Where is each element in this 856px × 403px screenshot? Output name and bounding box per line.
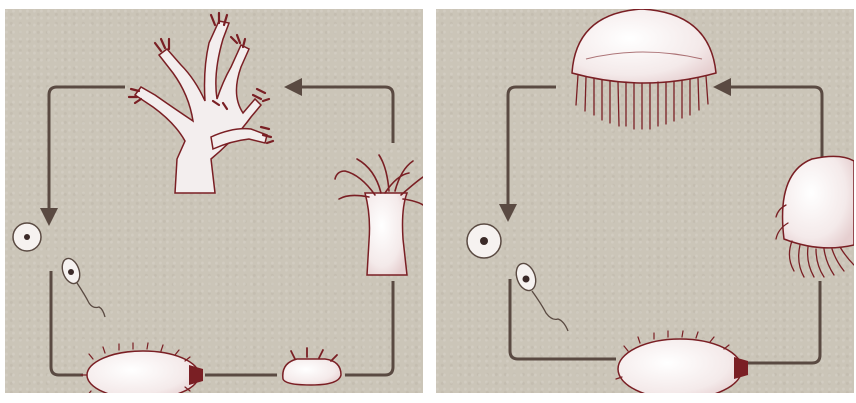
cycle-diagram-right [436, 9, 854, 393]
sperm [513, 261, 568, 331]
line-right-lower [345, 281, 393, 375]
line-left-lower [51, 271, 83, 375]
cycle-arrows [508, 87, 822, 363]
planula-larva [616, 331, 748, 393]
arrow-top-right [293, 87, 393, 143]
egg [13, 223, 41, 251]
young-polyp [283, 348, 341, 385]
young-medusa [776, 156, 854, 277]
adult-jellyfish [572, 9, 716, 129]
arrow-top-left [49, 87, 125, 217]
sea-anemone-polyp [335, 155, 423, 275]
egg [467, 224, 501, 258]
arrow-top-left [508, 87, 556, 213]
planula-larva [81, 343, 203, 393]
line-right-lower [746, 281, 820, 363]
coral-colony [135, 21, 267, 193]
sperm [59, 256, 105, 317]
life-cycle-panel-right [436, 9, 854, 393]
line-left-lower [510, 279, 616, 359]
arrow-top-right [722, 87, 822, 159]
cycle-diagram-left [5, 9, 423, 393]
life-cycle-panel-left [5, 9, 423, 393]
